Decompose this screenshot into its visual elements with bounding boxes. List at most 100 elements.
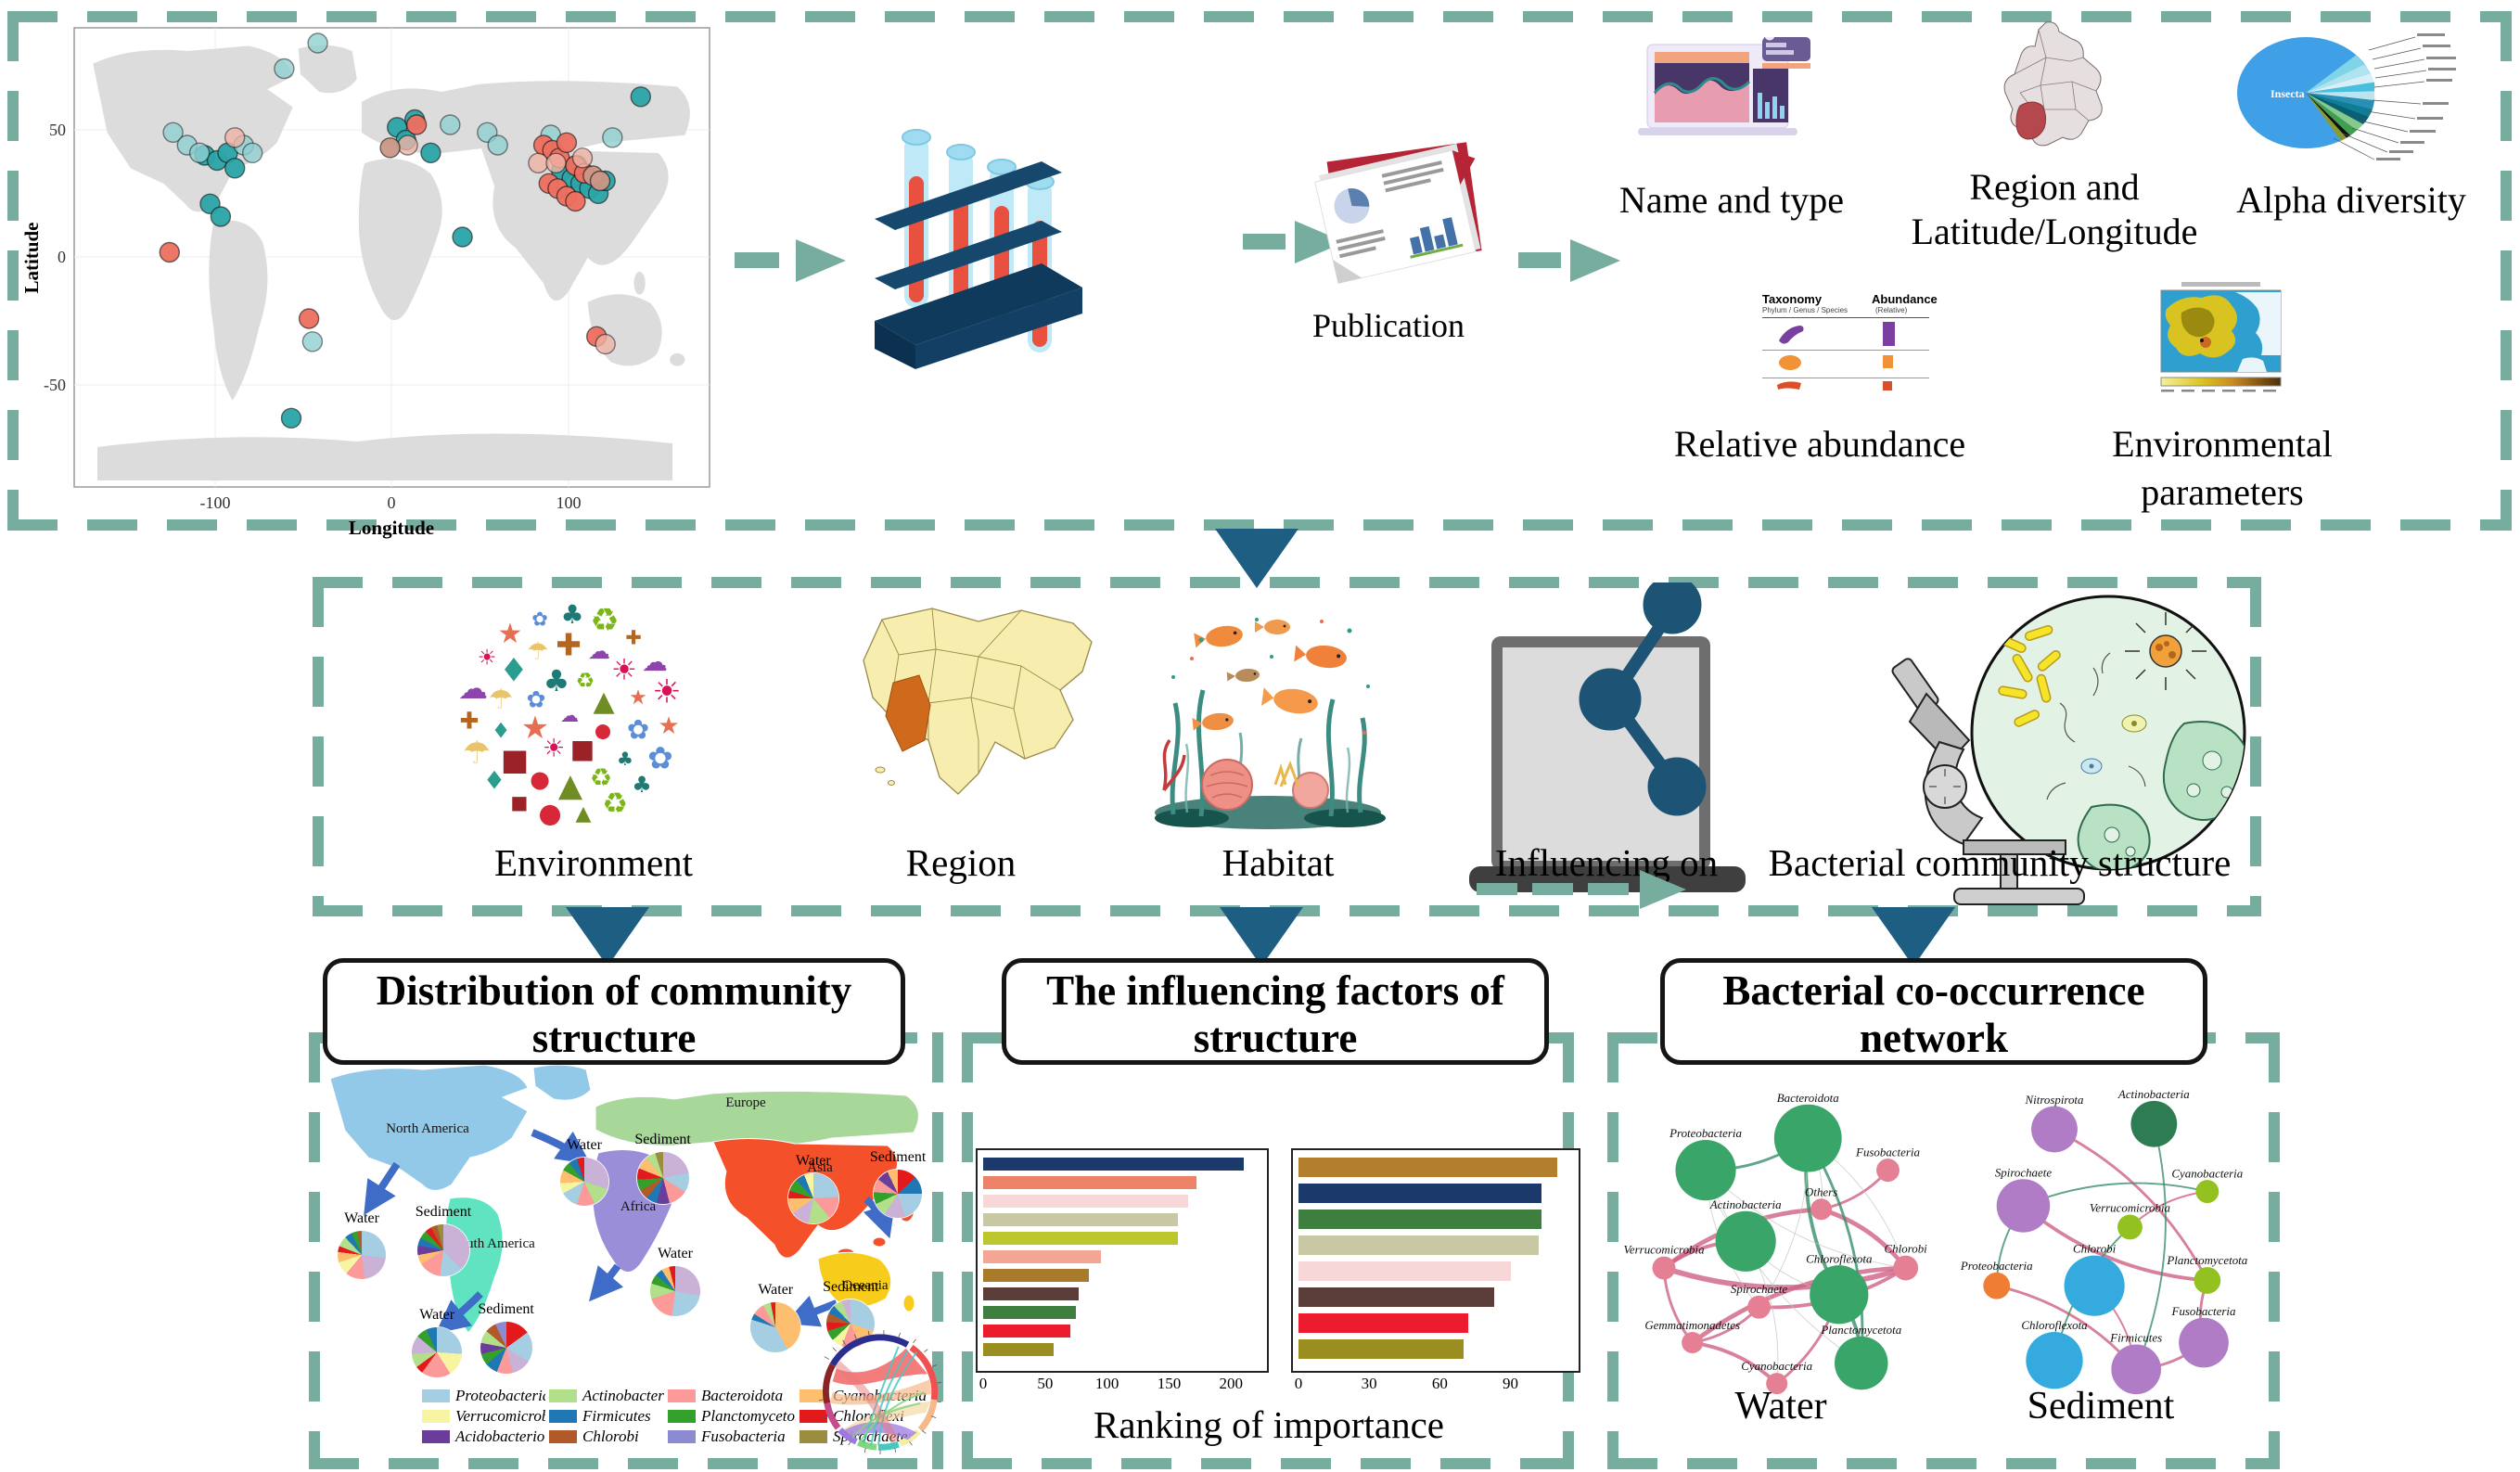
down-arrow — [1220, 907, 1303, 966]
legend-label: Fusobacteria — [701, 1427, 786, 1445]
sample-point — [556, 132, 578, 154]
sample-point — [162, 122, 184, 144]
importance-bar — [983, 1306, 1077, 1319]
share-network-icon — [1579, 582, 1707, 816]
environment-glyph: ☀ — [477, 646, 497, 671]
network-node — [1675, 1140, 1736, 1201]
sample-point — [630, 86, 651, 108]
abundance-subheader: (Relative) — [1875, 306, 1908, 314]
sample-point — [565, 190, 586, 212]
pie-label: Sediment — [823, 1279, 879, 1296]
x-tick: 0 — [1294, 1375, 1303, 1392]
importance-bar — [983, 1213, 1178, 1226]
network-node-label: Nitrospirota — [2025, 1093, 2084, 1107]
x-tick: 0 — [979, 1375, 988, 1392]
y-tick: -50 — [44, 376, 66, 394]
alpha-pie-main-label: Insecta — [2271, 87, 2305, 100]
sample-point — [595, 333, 616, 355]
environment-collage-icon: ☁☀★✿♣♻▲●■♦☂✚☁☀★✿♣♻▲●■♦☂✚☁☀★✿♣♻▲●■♦☂✚☁☀★✿… — [454, 599, 685, 831]
importance-chart-right — [1291, 1148, 1580, 1373]
environment-glyph: ☀ — [652, 673, 682, 711]
continent-label: Oceania — [842, 1278, 888, 1293]
relative-abundance-icon: Taxonomy Phylum / Genus / Species Abunda… — [1762, 292, 1938, 396]
environment-glyph: ★ — [658, 712, 680, 740]
continent-label: South America — [452, 1236, 535, 1251]
habitat-label: Habitat — [1222, 841, 1335, 884]
network-node — [1747, 1295, 1771, 1319]
environment-glyph: ★ — [629, 686, 647, 710]
importance-bar — [1298, 1235, 1539, 1255]
network-node — [2031, 1106, 2078, 1153]
pie-label: Water — [567, 1137, 602, 1154]
environment-glyph: ♦ — [491, 719, 511, 744]
x-tick: 90 — [1503, 1375, 1519, 1392]
sample-points — [159, 32, 651, 429]
legend-item: Proteobacteria — [422, 1386, 545, 1406]
network-node-label: Bacteroidota — [1777, 1091, 1839, 1105]
x-tick: -100 — [200, 493, 231, 512]
down-arrow — [1872, 907, 1955, 966]
network-node — [1766, 1373, 1788, 1395]
taxonomy-rows — [1777, 322, 1895, 390]
sample-point — [280, 407, 302, 429]
environment-glyph: ▲ — [575, 802, 592, 826]
continent-label: Europe — [725, 1095, 766, 1110]
network-node-label: Others — [1805, 1184, 1837, 1198]
community-pie — [636, 1151, 689, 1204]
taxonomy-subheader: Phylum / Genus / Species — [1762, 306, 1848, 314]
importance-chart-left — [976, 1148, 1269, 1373]
continent-label: North America — [386, 1121, 469, 1136]
network-node — [2194, 1267, 2221, 1294]
factors-title: The influencing factors of structure — [1002, 958, 1549, 1065]
legend-swatch — [422, 1430, 450, 1443]
network-node — [1652, 1256, 1676, 1280]
legend-swatch — [668, 1410, 696, 1423]
environmental-label-line1: Environmental — [2112, 423, 2333, 465]
pie-label: Water — [795, 1152, 831, 1169]
environment-glyph: ☁ — [642, 646, 668, 677]
network-node-label: Gemmatimonadetes — [1644, 1318, 1740, 1332]
environment-glyph: ♻ — [590, 602, 620, 640]
network-node — [1810, 1265, 1869, 1325]
network-node-label: Chlorobi — [1885, 1242, 1928, 1256]
community-pie — [480, 1322, 532, 1375]
legend-item: Chlorobi — [549, 1427, 664, 1447]
community-pie — [750, 1302, 801, 1353]
environment-glyph: ♦ — [499, 652, 529, 690]
network-node — [2130, 1100, 2178, 1147]
sample-point — [528, 152, 549, 174]
importance-bar — [1298, 1287, 1494, 1307]
x-tick: 0 — [388, 493, 396, 512]
region-label: Region — [905, 841, 1017, 884]
x-tick: 150 — [1157, 1375, 1182, 1392]
network-node — [2195, 1180, 2219, 1204]
x-tick: 60 — [1431, 1375, 1448, 1392]
chord-diagram — [818, 1329, 942, 1455]
importance-bar — [1298, 1158, 1558, 1177]
network-title-line2: network — [1860, 1014, 2008, 1061]
network-node-label: Firmicutes — [2109, 1331, 2162, 1345]
x-tick: 100 — [556, 493, 582, 512]
community-pie — [787, 1172, 838, 1223]
network-node-label: Fusobacteria — [1855, 1145, 1920, 1158]
sample-point — [224, 127, 246, 148]
legend-swatch — [799, 1389, 827, 1402]
down-arrow — [566, 907, 649, 966]
network-node-label: Spirochaete — [1731, 1282, 1788, 1296]
legend-swatch — [668, 1430, 696, 1443]
abundance-header: Abundance — [1872, 292, 1938, 306]
network-node — [1893, 1255, 1919, 1281]
rack-frame — [875, 161, 1082, 369]
network-node — [1810, 1198, 1833, 1221]
importance-bar — [983, 1343, 1055, 1356]
environment-glyph: ♻ — [575, 669, 595, 694]
fish-shapes — [1192, 620, 1347, 731]
water-network-label: Water — [1734, 1385, 1827, 1427]
network-node — [2111, 1344, 2161, 1395]
network-node — [2117, 1214, 2143, 1240]
sample-point — [210, 206, 232, 227]
legend-swatch — [668, 1389, 696, 1402]
legend-label: Firmicutes — [582, 1407, 651, 1425]
network-node — [2179, 1317, 2229, 1368]
network-node-label: Proteobacteria — [1669, 1126, 1742, 1140]
